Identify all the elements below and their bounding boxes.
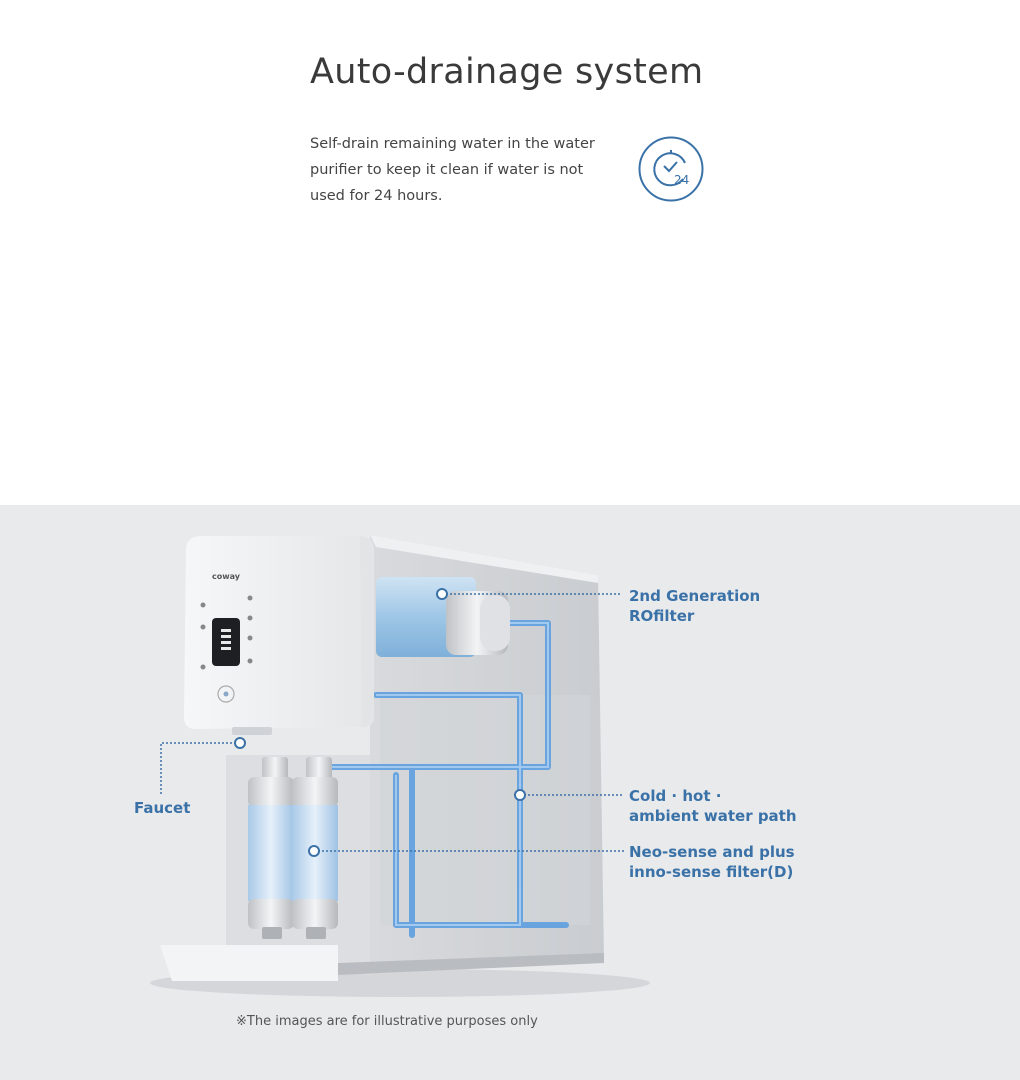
purifier-illustration: coway xyxy=(150,535,650,997)
faucet-label: Faucet xyxy=(134,799,191,817)
timer-24h-icon: 24 xyxy=(638,136,704,202)
timer-hours-text: 24 xyxy=(674,173,689,187)
brand-logo: coway xyxy=(212,572,241,581)
faucet-marker xyxy=(234,737,246,749)
ro-filter-marker xyxy=(436,588,448,600)
feature-description: Self-drain remaining water in the water … xyxy=(310,136,595,204)
illustrative-footnote: ※The images are for illustrative purpose… xyxy=(236,1014,538,1029)
neo-sense-marker xyxy=(308,845,320,857)
neo-sense-filter-label: Neo-sense and plus inno-sense filter(D) xyxy=(629,843,795,881)
water-path-label: Cold · hot · ambient water path xyxy=(629,787,797,825)
feature-section: Auto-drainage system Self-drain remainin… xyxy=(0,0,1020,505)
ro-filter-label: 2nd Generation ROfilter xyxy=(629,587,761,625)
feature-title: Auto-drainage system xyxy=(310,52,704,92)
water-path-marker xyxy=(514,789,526,801)
